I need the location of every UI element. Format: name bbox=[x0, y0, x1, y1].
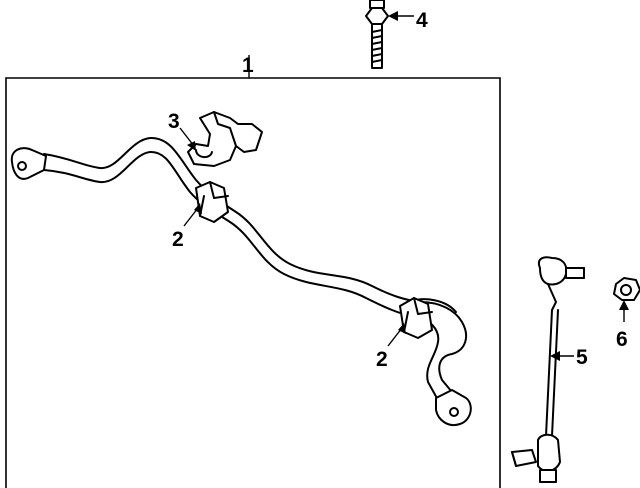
assembly-frame bbox=[5, 55, 501, 488]
callout-5: 5 bbox=[576, 346, 588, 369]
bushing-left[interactable] bbox=[195, 181, 229, 223]
callout-4: 4 bbox=[416, 9, 428, 32]
callout-3: 3 bbox=[168, 110, 180, 133]
callout-2-right: 2 bbox=[376, 348, 388, 371]
leader-lines bbox=[179, 11, 629, 361]
callout-1: 1 bbox=[242, 54, 254, 77]
callout-6: 6 bbox=[616, 328, 628, 351]
stabilizer-link[interactable] bbox=[511, 256, 585, 483]
bushing-bracket[interactable] bbox=[187, 111, 263, 167]
callout-2-left: 2 bbox=[172, 228, 184, 251]
stud-bolt[interactable] bbox=[365, 0, 389, 69]
hex-nut[interactable] bbox=[613, 277, 640, 301]
stabilizer-bar[interactable] bbox=[10, 136, 472, 426]
